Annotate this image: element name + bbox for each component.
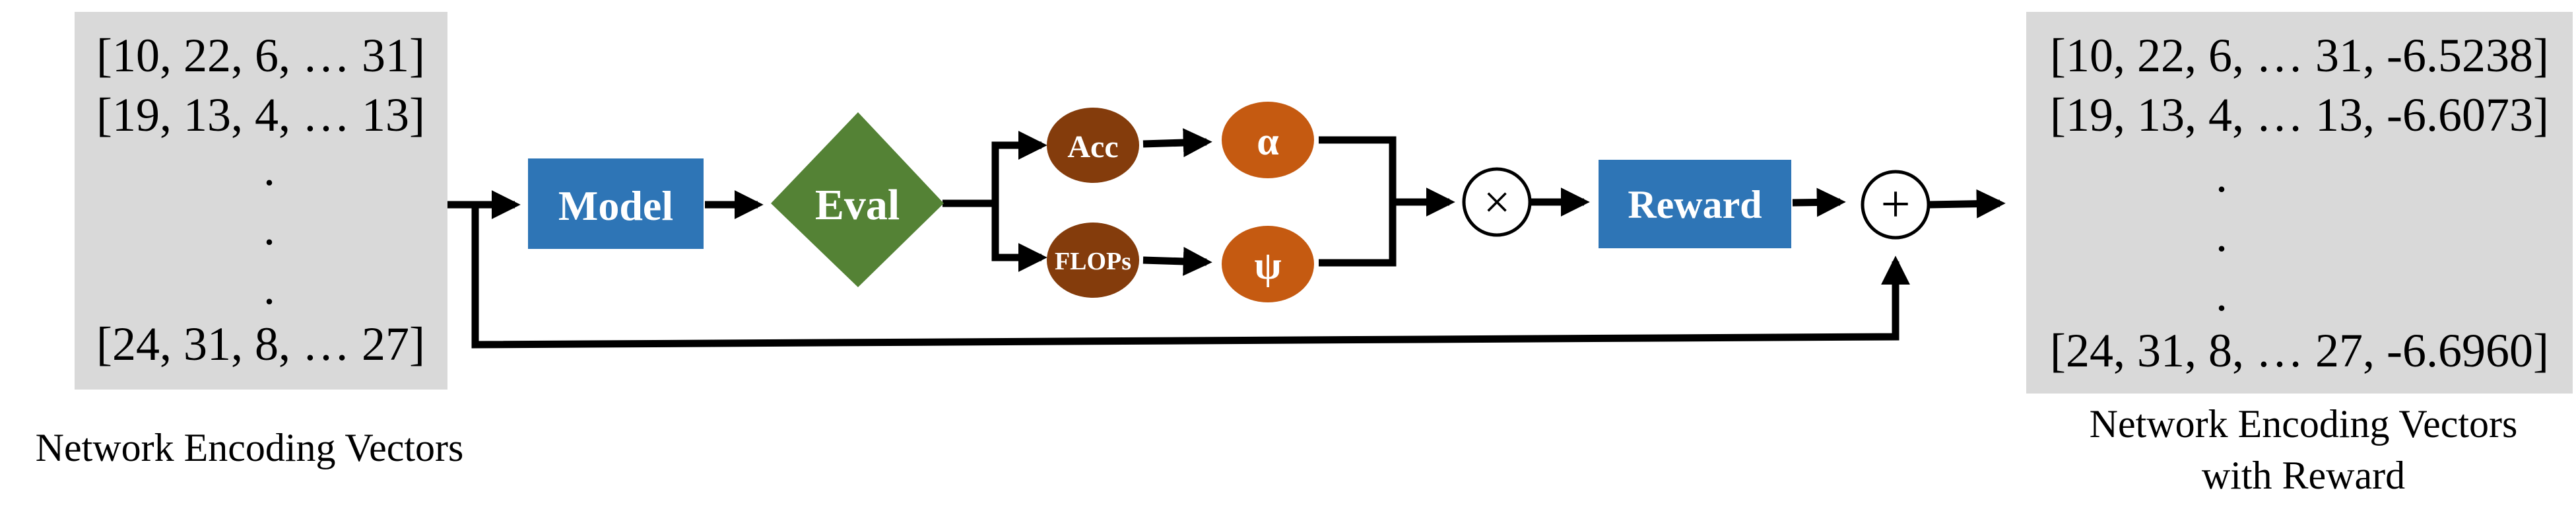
flops-node: FLOPs xyxy=(1047,223,1139,298)
alpha-label: α xyxy=(1257,120,1279,163)
multiply-node: × xyxy=(1462,167,1532,237)
input-vectors-panel: [10, 22, 6, … 31] [19, 13, 4, … 13] . . … xyxy=(75,12,447,390)
reward-box-shape xyxy=(1599,160,1791,248)
output-ellipsis-dot-1: . xyxy=(2216,149,2228,202)
multiply-symbol: × xyxy=(1484,176,1511,228)
add-symbol: + xyxy=(1880,176,1910,234)
input-row-last: [24, 31, 8, … 27] xyxy=(96,318,425,370)
connectors xyxy=(447,128,2006,349)
eval-diamond: Eval xyxy=(771,112,944,287)
arrow-acc-to-alpha xyxy=(1142,128,1212,158)
acc-circle xyxy=(1047,108,1139,183)
eval-diamond-shape xyxy=(771,112,944,287)
arrow-eval-to-acc xyxy=(942,131,1047,207)
arrow-reward-to-add xyxy=(1792,188,1846,217)
output-row-last: [24, 31, 8, … 27, -6.6960] xyxy=(2050,324,2549,377)
psi-node: ψ xyxy=(1222,226,1314,302)
arrow-eval-to-flops xyxy=(991,203,1047,272)
input-row-1: [10, 22, 6, … 31] xyxy=(96,29,425,82)
multiply-circle xyxy=(1462,167,1532,237)
alpha-circle xyxy=(1222,102,1314,178)
eval-label: Eval xyxy=(815,181,900,229)
input-ellipsis-dot-3: . xyxy=(263,261,275,314)
output-ellipsis-dot-3: . xyxy=(2216,268,2228,321)
flops-label: FLOPs xyxy=(1055,248,1131,275)
output-vectors-panel: [10, 22, 6, … 31, -6.5238] [19, 13, 4, …… xyxy=(2026,12,2573,394)
input-ellipsis-dot-2: . xyxy=(263,202,275,255)
flops-circle xyxy=(1047,223,1139,298)
acc-node: Acc xyxy=(1047,108,1139,183)
connector-alpha-merge xyxy=(1319,136,1397,267)
output-ellipsis-dot-2: . xyxy=(2216,209,2228,261)
reward-box: Reward xyxy=(1599,160,1791,248)
psi-label: ψ xyxy=(1254,244,1281,287)
alpha-node: α xyxy=(1222,102,1314,178)
input-ellipsis-dot-1: . xyxy=(263,143,275,195)
output-row-1: [10, 22, 6, … 31, -6.5238] xyxy=(2050,29,2549,82)
add-node: + xyxy=(1861,170,1931,240)
model-label: Model xyxy=(558,182,673,229)
arrow-skip-to-add xyxy=(471,205,1910,349)
input-panel-background xyxy=(75,12,447,390)
output-panel-background xyxy=(2026,12,2573,394)
reward-label: Reward xyxy=(1628,183,1762,226)
psi-circle xyxy=(1222,226,1314,302)
output-caption-line-2: with Reward xyxy=(2202,454,2405,497)
output-row-2: [19, 13, 4, … 13, -6.6073] xyxy=(2050,88,2549,141)
arrow-flops-to-psi xyxy=(1142,246,1212,276)
model-box-shape xyxy=(528,158,704,249)
output-caption-line-1: Network Encoding Vectors xyxy=(2090,402,2518,446)
add-circle xyxy=(1861,170,1931,240)
input-caption: Network Encoding Vectors xyxy=(36,426,464,469)
model-box: Model xyxy=(528,158,704,249)
acc-label: Acc xyxy=(1067,129,1118,164)
input-row-2: [19, 13, 4, … 13] xyxy=(96,88,425,141)
arrow-add-to-output xyxy=(1928,189,2006,219)
